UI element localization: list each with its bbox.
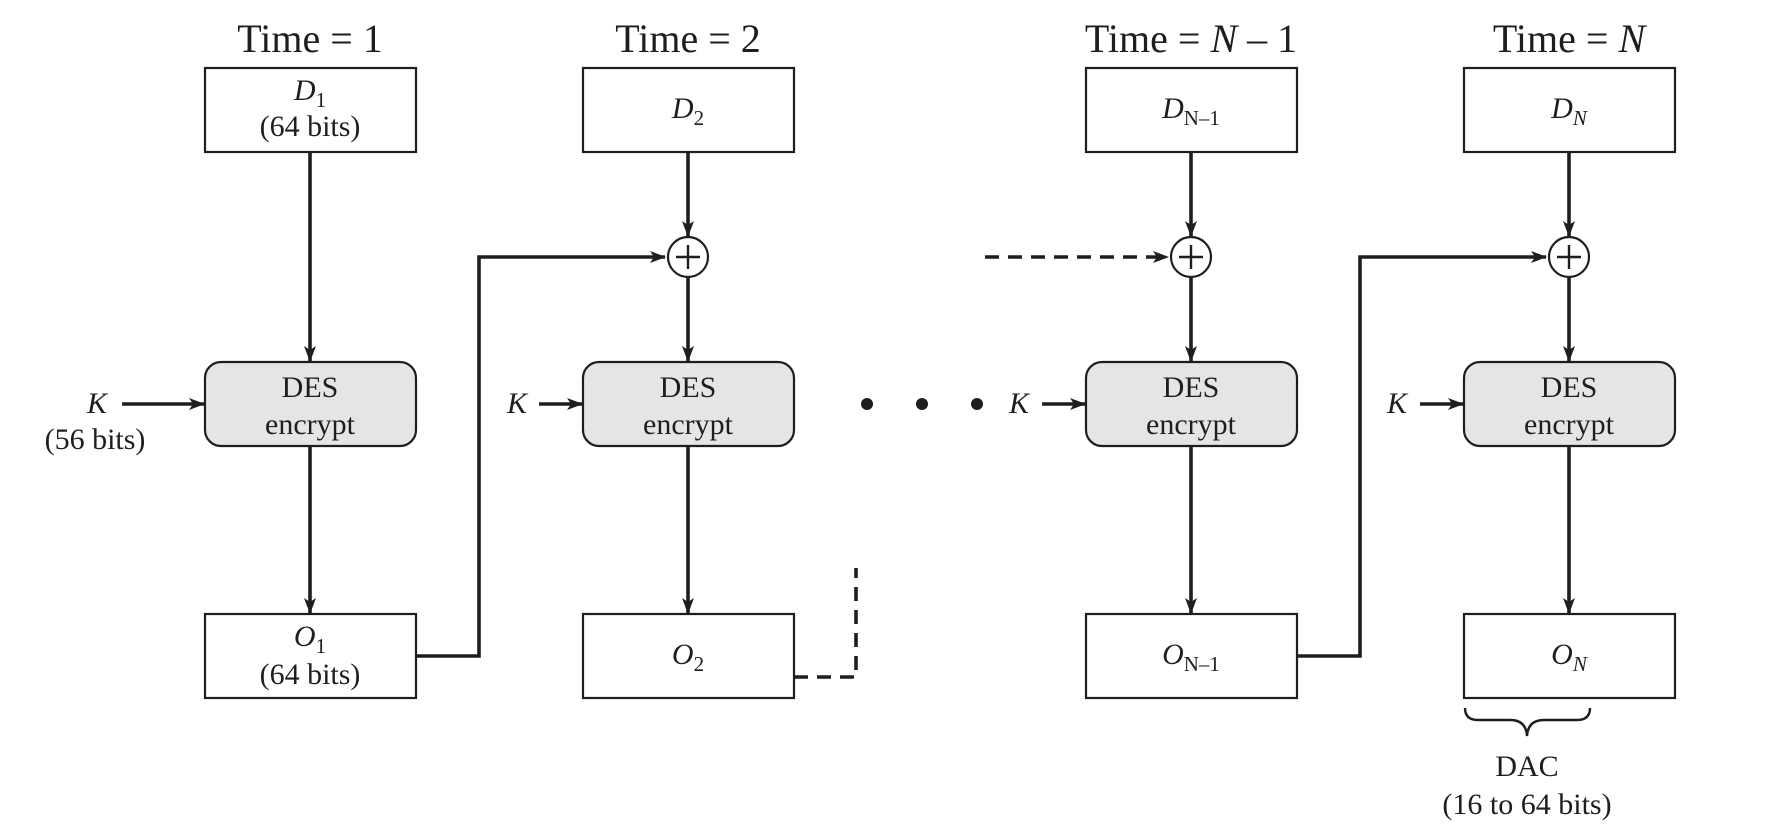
time-label-1: Time = 1 [237, 16, 383, 61]
output-block-o1-label: O1 [294, 620, 326, 658]
arrow-on-1-to-xor-n [1297, 251, 1547, 658]
des-encrypt-n-line1: DES [1541, 371, 1598, 404]
output-block-o1-size: (64 bits) [260, 658, 361, 691]
output-block-o1 [203, 612, 418, 700]
dashed-feedback-from-o2 [794, 568, 858, 679]
input-block-dn-1-label: DN–1 [1161, 92, 1220, 130]
dac-label: DAC [1495, 750, 1558, 783]
output-block-o2 [581, 612, 796, 700]
input-block-dn-1 [1084, 66, 1299, 154]
key-label-1: K [86, 387, 109, 420]
des-encrypt-n-line2: encrypt [1524, 408, 1615, 441]
des-encrypt-1-line2: encrypt [265, 408, 356, 441]
key-size-label: (56 bits) [45, 423, 146, 456]
des-encrypt-n-1-line1: DES [1163, 371, 1220, 404]
xor-n-icon [1547, 235, 1591, 279]
des-encrypt-1-line1: DES [282, 371, 339, 404]
des-encrypt-2-line2: encrypt [643, 408, 734, 441]
des-encrypt-n-1-line2: encrypt [1146, 408, 1237, 441]
column-time-2: Time = 2 D2 DES encrypt K O2 [506, 16, 796, 700]
arrow-o1-to-xor-2 [416, 251, 666, 658]
key-label-2: K [506, 387, 529, 420]
column-time-n-1: Time = N – 1 DN–1 DES encrypt K ON–1 [1008, 16, 1299, 700]
output-block-on-label: ON [1551, 638, 1588, 676]
output-block-on [1462, 612, 1677, 700]
dac-brace [1463, 707, 1592, 737]
key-label-n: K [1386, 387, 1409, 420]
column-time-1: Time = 1 D1 (64 bits) DES encrypt K (56 … [45, 16, 418, 700]
key-label-n-1: K [1008, 387, 1031, 420]
dac-size-label: (16 to 64 bits) [1442, 788, 1611, 821]
input-block-d1-label: D1 [293, 74, 326, 112]
xor-2-icon [666, 235, 710, 279]
input-block-d1 [203, 66, 418, 154]
time-label-2: Time = 2 [615, 16, 761, 61]
time-label-n-1: Time = N – 1 [1085, 16, 1297, 61]
input-block-dn-label: DN [1550, 92, 1588, 130]
column-time-n: Time = N DN DES encrypt K ON [1386, 16, 1677, 700]
output-block-on-1-label: ON–1 [1162, 638, 1220, 676]
time-label-n: Time = N [1493, 16, 1648, 61]
des-encrypt-2-line1: DES [660, 371, 717, 404]
input-block-dn [1462, 66, 1677, 154]
output-block-o2-label: O2 [672, 638, 704, 676]
input-block-d2-label: D2 [671, 92, 704, 130]
input-block-d1-size: (64 bits) [260, 110, 361, 143]
xor-n-1-icon [1169, 235, 1213, 279]
ellipsis-icon [861, 398, 983, 410]
